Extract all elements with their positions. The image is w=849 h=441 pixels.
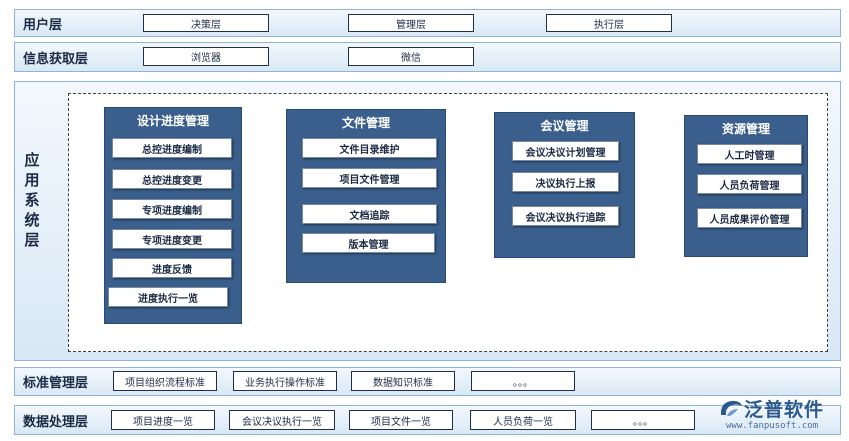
standard-layer-band: 标准管理层 项目组织流程标准 业务执行操作标准 数据知识标准 。。。 <box>14 367 841 396</box>
data-layer-band: 数据处理层 项目进度一览 会议决议执行一览 项目文件一览 人员负荷一览 。。。 <box>14 405 841 435</box>
module-item[interactable]: 文件目录维护 <box>302 138 437 158</box>
standard-item-operation: 业务执行操作标准 <box>233 371 337 391</box>
data-layer-label: 数据处理层 <box>23 414 89 430</box>
standard-item-more: 。。。 <box>471 371 575 391</box>
module-item[interactable]: 进度反馈 <box>112 258 232 278</box>
panel-meeting-management: 会议管理 会议决议计划管理 决议执行上报 会议决议执行追踪 <box>494 112 635 258</box>
standard-item-data-knowledge: 数据知识标准 <box>351 371 455 391</box>
panel-file-management: 文件管理 文件目录维护 项目文件管理 文档追踪 版本管理 <box>286 109 446 283</box>
data-item-more: 。。。 <box>591 410 695 430</box>
module-item[interactable]: 专项进度变更 <box>112 229 232 249</box>
data-item-file-overview: 项目文件一览 <box>349 410 453 430</box>
module-item[interactable]: 人员成果评价管理 <box>697 208 802 228</box>
standard-layer-label: 标准管理层 <box>23 376 89 391</box>
logo-url: www.fanpusoft.com <box>726 421 819 431</box>
app-layer-band: 应用系统层 设计进度管理 总控进度编制 总控进度变更 专项进度编制 专项进度变更… <box>14 81 841 361</box>
app-layer-modules-frame: 设计进度管理 总控进度编制 总控进度变更 专项进度编制 专项进度变更 进度反馈 … <box>68 93 828 352</box>
logo-name: 泛普软件 <box>744 399 825 421</box>
fanpu-logo-icon <box>720 400 742 416</box>
user-layer-item-decision: 决策层 <box>143 14 269 32</box>
info-layer-band: 信息获取层 浏览器 微信 <box>14 42 841 72</box>
standard-item-process: 项目组织流程标准 <box>113 371 217 391</box>
module-item[interactable]: 会议决议执行追踪 <box>512 206 619 226</box>
info-layer-item-browser: 浏览器 <box>143 47 269 66</box>
module-item[interactable]: 总控进度变更 <box>112 169 232 189</box>
module-item[interactable]: 人员负荷管理 <box>697 174 802 194</box>
panel-title: 文件管理 <box>341 116 390 130</box>
module-item[interactable]: 文档追踪 <box>302 204 437 224</box>
panel-title: 资源管理 <box>721 122 770 136</box>
data-item-meeting-overview: 会议决议执行一览 <box>229 410 335 430</box>
panel-resource-management: 资源管理 人工时管理 人员负荷管理 人员成果评价管理 <box>684 115 808 257</box>
info-layer-label: 信息获取层 <box>23 51 89 67</box>
user-layer-item-management: 管理层 <box>348 14 474 32</box>
module-item[interactable]: 专项进度编制 <box>112 199 232 219</box>
module-item[interactable]: 决议执行上报 <box>512 172 619 192</box>
info-layer-item-wechat: 微信 <box>348 47 474 66</box>
user-layer-label: 用户层 <box>23 17 63 33</box>
module-item[interactable]: 进度执行一览 <box>108 287 228 307</box>
module-item[interactable]: 总控进度编制 <box>112 138 232 158</box>
data-item-progress-overview: 项目进度一览 <box>111 410 215 430</box>
module-item[interactable]: 项目文件管理 <box>302 168 437 188</box>
fanpu-logo: 泛普软件 www.fanpusoft.com <box>718 395 842 437</box>
panel-title: 设计进度管理 <box>136 114 209 128</box>
user-layer-item-execution: 执行层 <box>546 14 672 32</box>
data-item-staff-load-overview: 人员负荷一览 <box>470 410 576 430</box>
module-item[interactable]: 会议决议计划管理 <box>512 141 619 161</box>
app-layer-label: 应用系统层 <box>24 151 40 249</box>
panel-design-progress: 设计进度管理 总控进度编制 总控进度变更 专项进度编制 专项进度变更 进度反馈 … <box>104 107 242 324</box>
module-item[interactable]: 人工时管理 <box>697 144 802 164</box>
user-layer-band: 用户层 决策层 管理层 执行层 <box>14 9 841 37</box>
panel-title: 会议管理 <box>540 119 589 133</box>
module-item[interactable]: 版本管理 <box>302 233 435 253</box>
